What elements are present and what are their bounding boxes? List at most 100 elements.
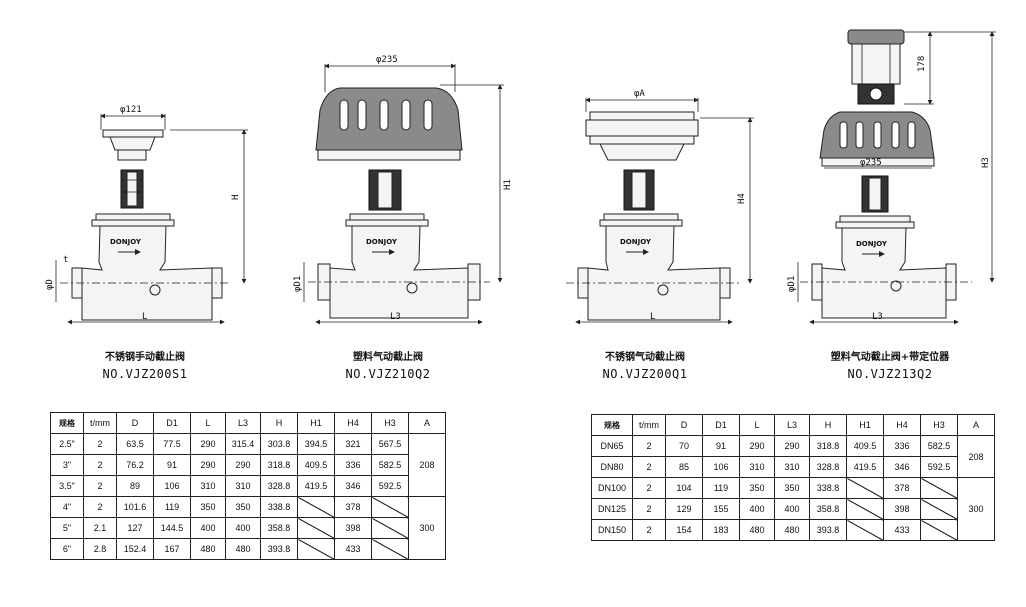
table-cell: 592.5 [920, 456, 958, 478]
table-cell: 310 [739, 456, 775, 478]
table-cell: 2 [83, 433, 117, 455]
table-cell: 290 [225, 454, 261, 476]
table-cell [846, 519, 884, 541]
table-cell: 2 [632, 498, 666, 520]
table-cell: 409.5 [846, 435, 884, 457]
caption-2-cn: 塑料气动截止阀 [353, 352, 423, 363]
table-cell: 400 [190, 517, 226, 539]
table-cell: 336 [334, 454, 372, 476]
table-header-cell: A [408, 412, 446, 434]
dim-top-3: φA [634, 89, 645, 99]
caption-4-cn: 塑料气动截止阀+带定位器 [830, 352, 950, 363]
valve-drawings: DONJOY φ121 H L φD t DONJO [45, 29, 996, 325]
table-cell-a: 300 [957, 477, 995, 541]
table-cell: 290 [190, 433, 226, 455]
drawing-pneumatic-valve: DONJOY φ235 H1 L3 φD1 [293, 55, 513, 325]
table-cell: 409.5 [297, 454, 335, 476]
table-cell: 2 [83, 475, 117, 497]
table-header-cell: L3 [225, 412, 261, 434]
caption-2-model: NO.VJZ210Q2 [345, 367, 431, 381]
table-cell: 3.5" [50, 475, 84, 497]
table-cell: 77.5 [153, 433, 191, 455]
table-cell: 350 [739, 477, 775, 499]
table-header-cell: t/mm [83, 412, 117, 434]
table-cell: 290 [190, 454, 226, 476]
table-cell: 592.5 [371, 475, 409, 497]
table-header-cell: L3 [774, 414, 810, 436]
table-header-cell: A [957, 414, 995, 436]
caption-3-model: NO.VJZ200Q1 [602, 367, 688, 381]
table-cell: 310 [774, 456, 810, 478]
table-cell: 582.5 [371, 454, 409, 476]
table-cell: 310 [225, 475, 261, 497]
caption-4-model: NO.VJZ213Q2 [847, 367, 933, 381]
svg-text:DONJOY: DONJOY [856, 240, 888, 248]
table-cell: 398 [883, 498, 921, 520]
table-cell: 5" [50, 517, 84, 539]
table-cell: DN65 [591, 435, 633, 457]
table-header-cell: H4 [334, 412, 372, 434]
dim-height-4: H3 [981, 157, 991, 168]
table-cell: 336 [883, 435, 921, 457]
table-cell: 2 [632, 435, 666, 457]
table-cell: 127 [116, 517, 154, 539]
table-cell: 318.8 [260, 454, 298, 476]
table-cell: 328.8 [809, 456, 847, 478]
dim-bottom-1: L [142, 312, 147, 322]
table-cell: 480 [739, 519, 775, 541]
table-cell [846, 498, 884, 520]
table-header-cell: H4 [883, 414, 921, 436]
table-cell: 582.5 [920, 435, 958, 457]
table-cell [920, 519, 958, 541]
dim-left2-1: t [63, 255, 68, 265]
dim-bottom-2: L3 [390, 312, 401, 322]
dim-left-1: φD [45, 279, 55, 290]
caption-4: 塑料气动截止阀+带定位器 NO.VJZ213Q2 [820, 350, 960, 382]
dim-left-4: φD1 [787, 276, 797, 292]
table-cell: 144.5 [153, 517, 191, 539]
table-cell: 480 [225, 538, 261, 560]
table-cell: 328.8 [260, 475, 298, 497]
table-cell [920, 477, 958, 499]
table-cell: 4" [50, 496, 84, 518]
table-cell: 104 [665, 477, 703, 499]
table-cell: 358.8 [260, 517, 298, 539]
table-cell: 2.1 [83, 517, 117, 539]
table-header-cell: D [116, 412, 154, 434]
table-header-cell: L [190, 412, 226, 434]
table-cell: 119 [702, 477, 740, 499]
dim-bottom-3: L [650, 312, 655, 322]
table-cell: 154 [665, 519, 703, 541]
drawing-pneumatic-stainless-valve: DONJOY φA H4 L [566, 89, 754, 325]
table-cell: 318.8 [809, 435, 847, 457]
table-cell: 183 [702, 519, 740, 541]
table-cell: 119 [153, 496, 191, 518]
table-cell: 358.8 [809, 498, 847, 520]
table-header-cell: H1 [846, 414, 884, 436]
table-cell: 89 [116, 475, 154, 497]
table-cell: 378 [334, 496, 372, 518]
table-cell [297, 496, 335, 518]
table-header-cell: 规格 [591, 414, 633, 436]
table-cell: 290 [774, 435, 810, 457]
table-cell: 398 [334, 517, 372, 539]
table-cell [371, 538, 409, 560]
table-cell-a: 208 [957, 435, 995, 478]
caption-1: 不锈钢手动截止阀 NO.VJZ200S1 [80, 350, 210, 382]
table-cell: 2 [632, 477, 666, 499]
table-header-cell: 规格 [50, 412, 84, 434]
table-cell: 3" [50, 454, 84, 476]
table-cell-a: 300 [408, 496, 446, 560]
caption-3-cn: 不锈钢气动截止阀 [605, 352, 685, 363]
table-cell: 346 [334, 475, 372, 497]
table-cell: 63.5 [116, 433, 154, 455]
table-cell: 303.8 [260, 433, 298, 455]
table-cell: 567.5 [371, 433, 409, 455]
table-cell: 106 [153, 475, 191, 497]
